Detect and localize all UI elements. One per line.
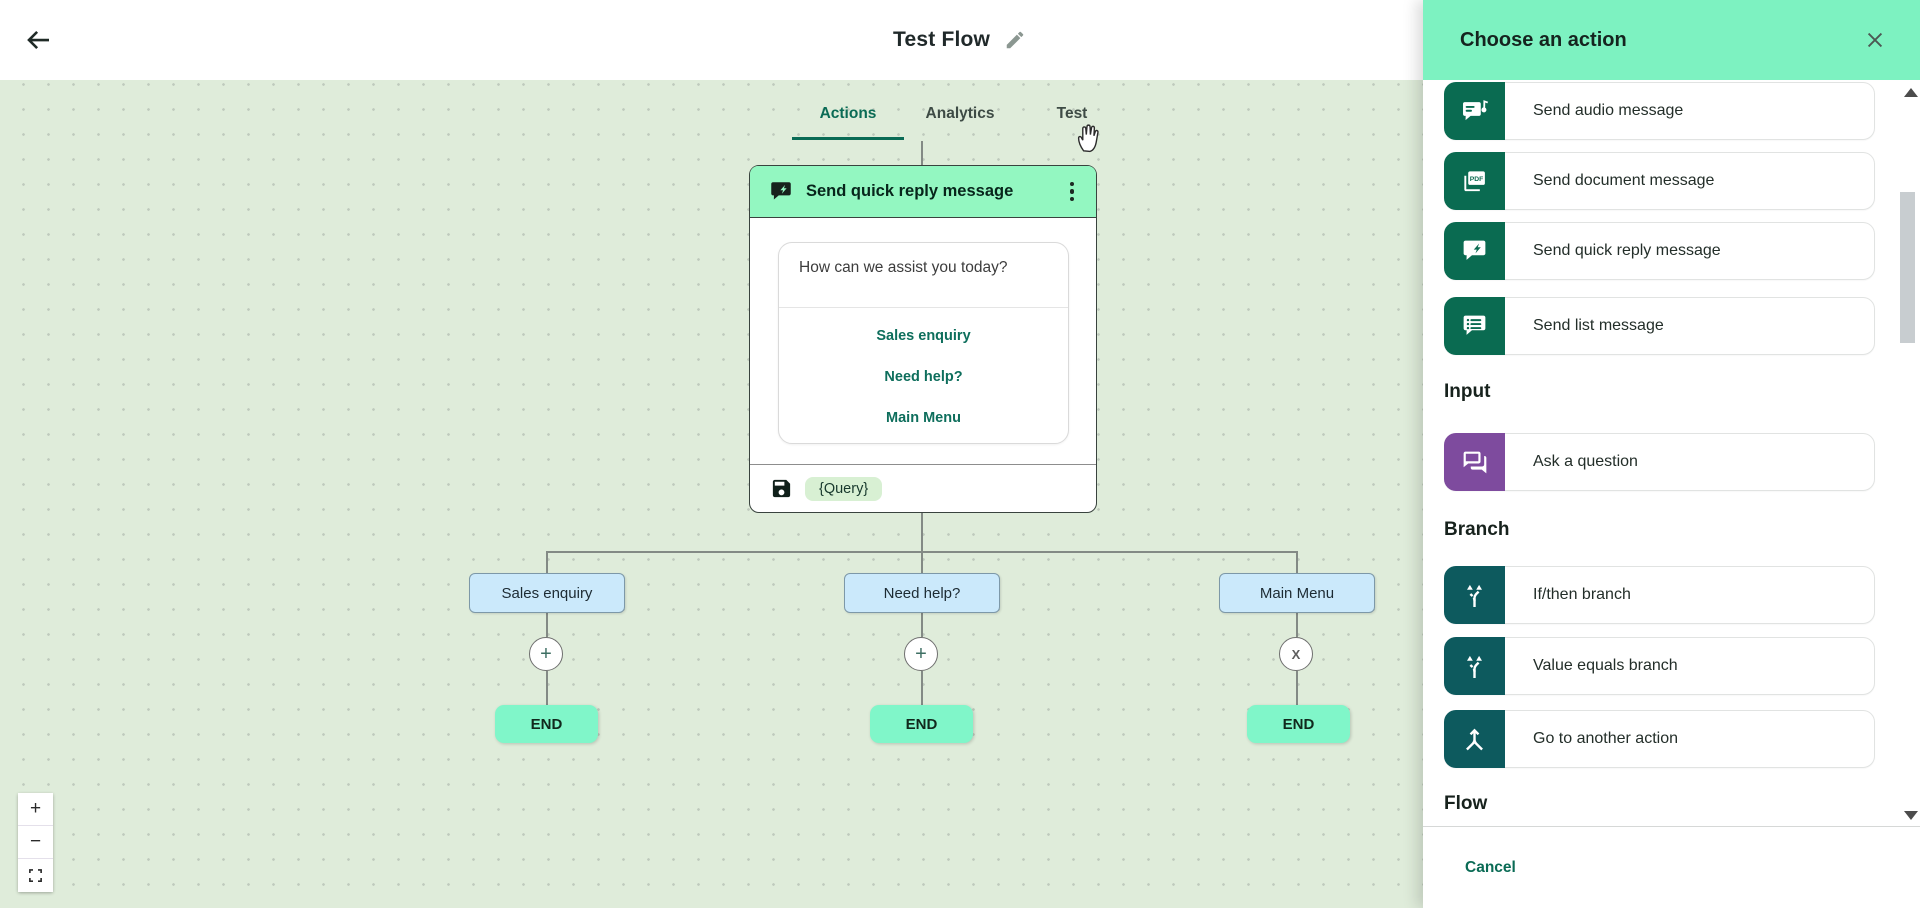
quick-reply-option[interactable]: Need help? xyxy=(884,368,963,385)
close-icon[interactable] xyxy=(1860,25,1890,55)
action-item-label: Go to another action xyxy=(1533,730,1678,747)
branch-box-need-help[interactable]: Need help? xyxy=(844,573,1000,613)
action-item-send-audio-message[interactable]: Send audio message xyxy=(1444,82,1875,140)
connector-line xyxy=(921,513,923,551)
choose-action-panel: Choose an action Send audio message PDF … xyxy=(1423,0,1920,908)
ask-question-icon xyxy=(1444,433,1505,491)
add-action-button[interactable]: + xyxy=(904,637,938,671)
connector-line xyxy=(1296,671,1298,705)
fullscreen-button[interactable] xyxy=(18,859,53,892)
connector-line xyxy=(1296,613,1298,637)
connector-line xyxy=(546,613,548,637)
action-item-label: Value equals branch xyxy=(1533,657,1678,674)
section-heading-flow: Flow xyxy=(1444,793,1488,814)
branch-split-icon xyxy=(1444,637,1505,695)
tab-analytics[interactable]: Analytics xyxy=(925,105,995,122)
action-item-send-document-message[interactable]: PDF Send document message xyxy=(1444,152,1875,210)
hand-cursor xyxy=(1076,123,1102,158)
connector-line xyxy=(1296,551,1298,573)
action-item-value-equals-branch[interactable]: Value equals branch xyxy=(1444,637,1875,695)
merge-icon xyxy=(1444,710,1505,768)
action-item-label: Send quick reply message xyxy=(1533,242,1721,259)
connector-line xyxy=(546,671,548,705)
panel-title: Choose an action xyxy=(1460,28,1627,51)
branch-split-icon xyxy=(1444,566,1505,624)
node-header[interactable]: Send quick reply message xyxy=(750,166,1096,218)
app-header: Test Flow xyxy=(0,0,1423,80)
flow-canvas[interactable] xyxy=(0,80,1423,908)
edit-title-pencil-icon[interactable] xyxy=(1004,29,1026,51)
connector-line xyxy=(921,671,923,705)
action-item-send-quick-reply-message[interactable]: Send quick reply message xyxy=(1444,222,1875,280)
quick-reply-node[interactable]: Send quick reply message How can we assi… xyxy=(749,165,1097,513)
footer-divider xyxy=(1423,826,1920,827)
action-item-go-to-another-action[interactable]: Go to another action xyxy=(1444,710,1875,768)
page-title: Test Flow xyxy=(893,28,991,51)
branch-box-main-menu[interactable]: Main Menu xyxy=(1219,573,1375,613)
action-item-ask-a-question[interactable]: Ask a question xyxy=(1444,433,1875,491)
scroll-down-arrow-icon[interactable] xyxy=(1904,811,1918,820)
quick-reply-message-icon xyxy=(768,179,794,205)
kebab-menu-icon[interactable] xyxy=(1062,179,1082,205)
tab-bar: Actions Analytics Test xyxy=(792,88,1128,140)
back-arrow-icon[interactable] xyxy=(22,24,56,58)
action-item-label: Send audio message xyxy=(1533,102,1684,119)
connector-line xyxy=(921,613,923,637)
message-text: How can we assist you today? xyxy=(799,259,1008,276)
variable-chip[interactable]: {Query} xyxy=(805,476,883,501)
action-item-send-list-message[interactable]: Send list message xyxy=(1444,297,1875,355)
list-message-icon xyxy=(1444,297,1505,355)
scroll-up-arrow-icon[interactable] xyxy=(1904,88,1918,97)
audio-message-icon xyxy=(1444,82,1505,140)
branch-box-sales-enquiry[interactable]: Sales enquiry xyxy=(469,573,625,613)
panel-header: Choose an action xyxy=(1423,0,1920,80)
cancel-button[interactable]: Cancel xyxy=(1453,848,1528,888)
quick-reply-option[interactable]: Main Menu xyxy=(886,409,961,426)
canvas-zoom-controls: + − xyxy=(18,793,53,892)
message-bubble: How can we assist you today? Sales enqui… xyxy=(778,242,1069,444)
end-node[interactable]: END xyxy=(1247,705,1350,743)
tab-test[interactable]: Test xyxy=(1056,105,1088,122)
end-node[interactable]: END xyxy=(870,705,973,743)
node-title: Send quick reply message xyxy=(806,182,1014,200)
divider xyxy=(750,464,1096,465)
divider xyxy=(779,307,1068,308)
zoom-in-button[interactable]: + xyxy=(18,793,53,826)
action-item-label: Ask a question xyxy=(1533,453,1638,470)
action-item-label: If/then branch xyxy=(1533,586,1631,603)
zoom-out-button[interactable]: − xyxy=(18,826,53,859)
action-item-label: Send document message xyxy=(1533,172,1715,189)
quick-reply-option[interactable]: Sales enquiry xyxy=(876,327,971,344)
section-heading-input: Input xyxy=(1444,381,1491,402)
end-node[interactable]: END xyxy=(495,705,598,743)
node-footer: {Query} xyxy=(750,465,883,512)
tab-actions[interactable]: Actions xyxy=(792,88,904,140)
action-item-label: Send list message xyxy=(1533,317,1664,334)
section-heading-branch: Branch xyxy=(1444,519,1510,540)
quick-reply-message-icon xyxy=(1444,222,1505,280)
scrollbar-thumb[interactable] xyxy=(1900,192,1915,343)
remove-connection-button[interactable]: X xyxy=(1279,637,1313,671)
svg-text:PDF: PDF xyxy=(1470,176,1484,183)
action-item-if-then-branch[interactable]: If/then branch xyxy=(1444,566,1875,624)
document-message-icon: PDF xyxy=(1444,152,1505,210)
connector-line xyxy=(546,551,548,573)
quick-reply-options: Sales enquiry Need help? Main Menu xyxy=(779,308,1068,446)
connector-line xyxy=(921,141,923,165)
add-action-button[interactable]: + xyxy=(529,637,563,671)
save-icon xyxy=(770,477,793,500)
connector-line xyxy=(921,551,923,573)
